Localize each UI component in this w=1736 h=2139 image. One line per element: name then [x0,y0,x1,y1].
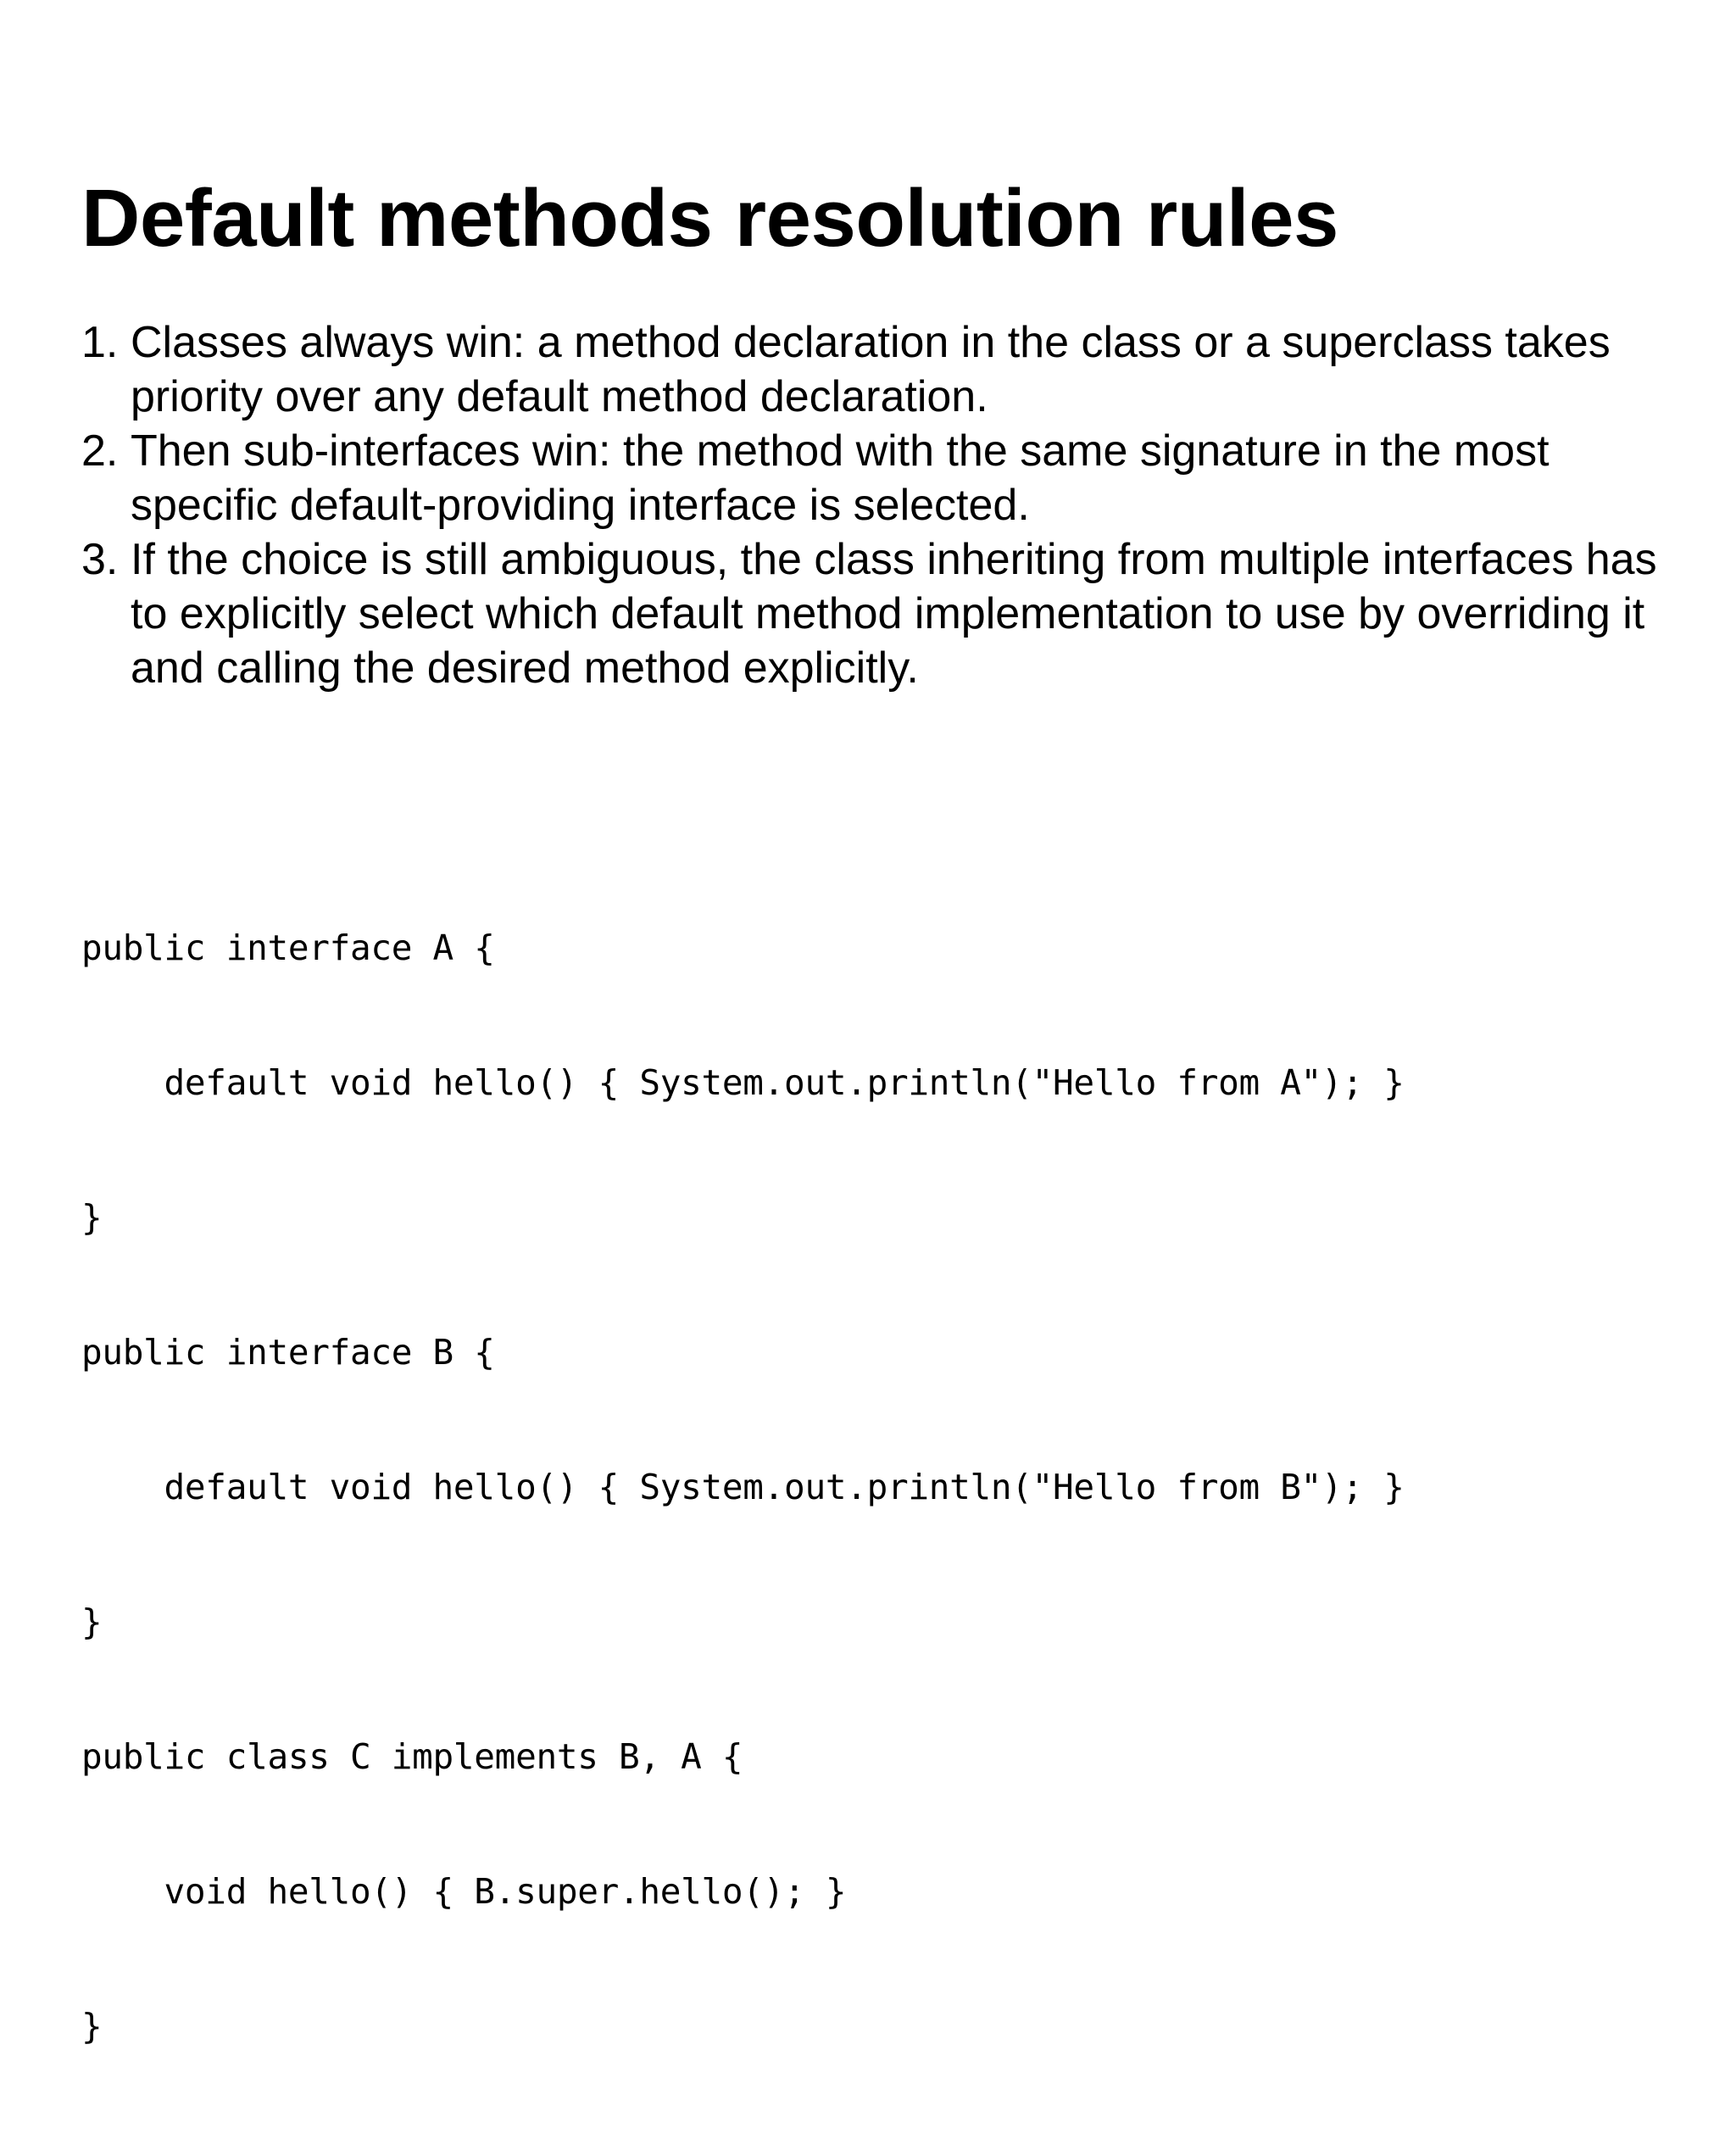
code-line: } [81,2006,103,2047]
code-line: } [81,1601,103,1642]
list-item: 3. If the choice is still ambiguous, the… [81,532,1692,695]
rules-list: 1. Classes always win: a method declarat… [81,315,1692,695]
code-line: default void hello() { System.out.printl… [81,1062,1405,1103]
java-code-block: public interface A { default void hello(… [81,836,1700,2139]
code-line: public class C implements B, A { [81,1736,743,1777]
list-item-number: 2. [81,426,119,476]
code-line: } [81,1197,103,1238]
slide-title: Default methods resolution rules [81,173,1338,265]
code-line: default void hello() { System.out.printl… [81,1467,1405,1507]
list-item-text: If the choice is still ambiguous, the cl… [131,535,1657,693]
list-item-text: Then sub-interfaces win: the method with… [131,426,1550,530]
list-item-text: Classes always win: a method declaration… [131,318,1611,421]
list-item-number: 3. [81,535,119,584]
code-line: public interface B { [81,1332,495,1373]
list-item: 2. Then sub-interfaces win: the method w… [81,424,1692,532]
presentation-slide: Default methods resolution rules 1. Clas… [81,173,1692,2047]
code-line: public interface A { [81,927,495,968]
list-item-number: 1. [81,318,119,367]
code-line: void hello() { B.super.hello(); } [81,1871,847,1912]
list-item: 1. Classes always win: a method declarat… [81,315,1692,424]
